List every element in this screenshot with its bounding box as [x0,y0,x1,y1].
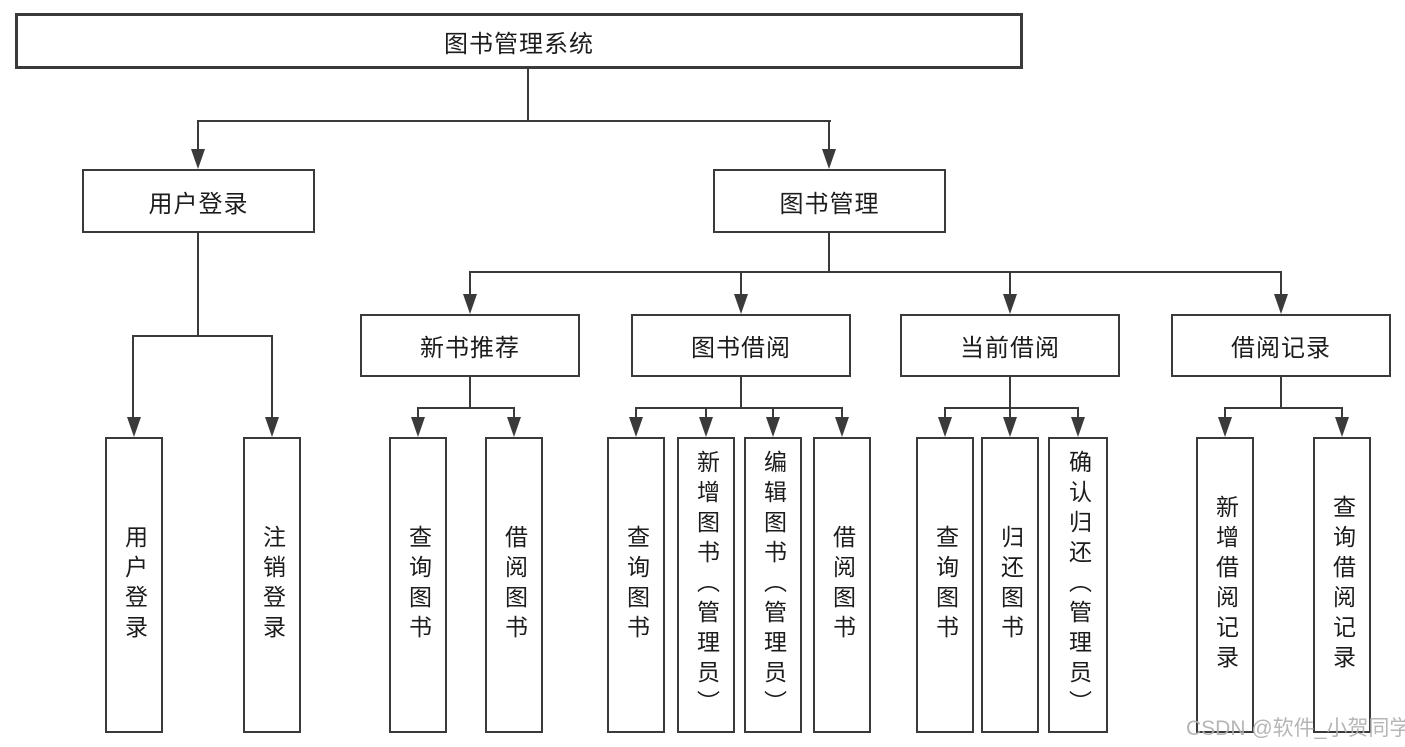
arrow-bb-leaf2 [699,417,713,437]
edge-br-leaf1-stem [1224,407,1226,419]
leaf-user-login: 用户登录 [105,437,163,733]
arrow-to-book-borrow [734,294,748,314]
edge-book-mgmt-stem [828,233,830,273]
leaf-newbook-query-books: 查询图书 [389,437,447,733]
edge-new-book-hbar [417,407,515,409]
node-new-book-recommend-label: 新书推荐 [420,335,520,362]
leaf-logout: 注销登录 [243,437,301,733]
leaf-add-books-admin-label: 新增图书（管理员） [693,450,720,720]
edge-to-current-borrow-stem [1009,271,1011,296]
edge-cb-leaf2-stem [1009,407,1011,419]
arrow-to-user-login [191,149,205,169]
arrow-br-leaf2 [1335,417,1349,437]
node-new-book-recommend: 新书推荐 [360,314,580,377]
leaf-confirm-return-admin: 确认归还（管理员） [1048,437,1108,733]
arrow-bb-leaf3 [766,417,780,437]
arrow-to-book-mgmt [822,149,836,169]
node-current-borrow-label: 当前借阅 [960,335,1060,362]
leaf-borrow-books-label: 借阅图书 [829,525,856,645]
leaf-newbook-borrow-books: 借阅图书 [485,437,543,733]
leaf-edit-books-admin-label: 编辑图书（管理员） [760,450,787,720]
edge-current-borrow-stem2 [1009,377,1011,409]
edge-root-hbar [197,120,831,122]
node-current-borrow: 当前借阅 [900,314,1120,377]
edge-to-new-book-stem [469,271,471,296]
arrow-cb-leaf2 [1003,417,1017,437]
edge-user-login-hbar [132,335,273,337]
edge-new-book-stem [469,377,471,409]
node-user-login: 用户登录 [82,169,315,233]
node-borrow-records-label: 借阅记录 [1231,335,1331,362]
edge-cb-leaf1-stem [944,407,946,419]
edge-nb-leaf1-stem [417,407,419,419]
arrow-cb-leaf3 [1071,417,1085,437]
leaf-borrow-query-books: 查询图书 [607,437,665,733]
arrow-br-leaf1 [1218,417,1232,437]
edge-cb-leaf3-stem [1077,407,1079,419]
arrow-nb-leaf1 [411,417,425,437]
leaf-confirm-return-admin-label: 确认归还（管理员） [1065,450,1092,720]
arrow-cb-leaf1 [938,417,952,437]
edge-bb-leaf3-stem [772,407,774,419]
leaf-user-login-label: 用户登录 [121,525,148,645]
node-book-borrow: 图书借阅 [631,314,851,377]
edge-root-stem [527,69,529,122]
edge-nb-leaf2-stem [513,407,515,419]
edge-borrow-records-stem2 [1280,377,1282,409]
arrow-to-current-borrow [1003,294,1017,314]
arrow-to-new-book [463,294,477,314]
node-root-label: 图书管理系统 [444,30,594,58]
leaf-add-borrow-record: 新增借阅记录 [1196,437,1254,733]
leaf-current-query-books: 查询图书 [916,437,974,733]
leaf-add-books-admin: 新增图书（管理员） [677,437,735,733]
leaf-current-query-books-label: 查询图书 [932,525,959,645]
edge-to-user-login-stem [197,120,199,151]
edge-book-borrow-hbar [635,407,843,409]
arrow-bb-leaf1 [629,417,643,437]
node-user-login-label: 用户登录 [148,190,249,218]
arrow-to-borrow-records [1274,294,1288,314]
leaf-borrow-books: 借阅图书 [813,437,871,733]
leaf-edit-books-admin: 编辑图书（管理员） [744,437,802,733]
edge-user-login-stem [197,233,199,337]
leaf-query-borrow-record-label: 查询借阅记录 [1329,495,1356,675]
edge-bb-leaf4-stem [841,407,843,419]
arrow-nb-leaf2 [507,417,521,437]
csdn-watermark: CSDN @软件_小贺同学 [1186,717,1405,740]
edge-leaf-login-stem [132,335,134,419]
edge-bb-leaf2-stem [705,407,707,419]
node-book-management: 图书管理 [713,169,946,233]
edge-level3-hbar [469,271,1282,273]
node-book-borrow-label: 图书借阅 [691,335,791,362]
leaf-query-borrow-record: 查询借阅记录 [1313,437,1371,733]
node-borrow-records: 借阅记录 [1171,314,1391,377]
edge-current-borrow-hbar [944,407,1079,409]
edge-br-leaf2-stem [1341,407,1343,419]
edge-borrow-records-hbar [1224,407,1343,409]
edge-book-borrow-stem2 [740,377,742,409]
leaf-newbook-borrow-books-label: 借阅图书 [501,525,528,645]
edge-bb-leaf1-stem [635,407,637,419]
leaf-return-books-label: 归还图书 [997,525,1024,645]
leaf-logout-label: 注销登录 [259,525,286,645]
arrow-bb-leaf4 [835,417,849,437]
leaf-add-borrow-record-label: 新增借阅记录 [1212,495,1239,675]
edge-to-book-borrow-stem [740,271,742,296]
arrow-leaf-login [127,417,141,437]
leaf-borrow-query-books-label: 查询图书 [623,525,650,645]
arrow-leaf-logout [265,417,279,437]
edge-leaf-logout-stem [271,335,273,419]
leaf-newbook-query-books-label: 查询图书 [405,525,432,645]
node-root: 图书管理系统 [15,13,1023,69]
leaf-return-books: 归还图书 [981,437,1039,733]
edge-to-borrow-records-stem [1280,271,1282,296]
edge-to-book-mgmt-stem [828,120,830,151]
node-book-management-label: 图书管理 [779,190,880,218]
